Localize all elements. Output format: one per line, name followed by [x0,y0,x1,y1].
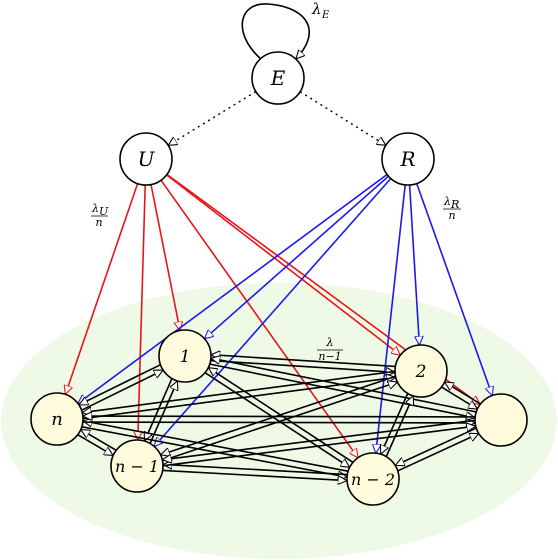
edge-n2-to-nn [82,370,395,412]
edge-n1-to-nn [79,364,161,406]
edge-r-to-nm1 [154,177,392,447]
edge-nm1-to-nn [81,428,117,451]
edge-r-to-n2 [408,184,420,345]
label-lambda-r-sub: R [450,198,459,211]
edge-blank-to-nm2 [395,427,477,465]
worker-node-n: n [30,392,84,446]
edge-n1-to-nm2 [204,372,350,468]
edge-e-to-r [299,91,386,146]
e-self-loop [241,3,310,61]
worker-node-n-minus-2-label: n − 2 [351,470,395,489]
node-u-label: U [138,147,156,171]
edges-layer [65,91,493,481]
worker-node-blank [474,393,528,447]
edge-n1-to-blank [209,363,475,418]
edge-nn-to-n1 [81,369,163,411]
node-r-label: R [399,147,415,171]
edge-e-to-u [168,91,257,146]
worker-node-n-minus-1: n − 1 [110,439,164,493]
edge-nn-to-blank [82,422,475,423]
label-lambda-over-n-minus-1: λ n−1 [317,336,343,363]
worker-node-n-minus-2: n − 2 [346,452,400,506]
label-lambda-u-over-n: λ U n [91,202,109,229]
label-lambda-u-sub: U [99,205,109,218]
edge-n2-to-nm1 [161,375,396,455]
worker-node-n-minus-1-label: n − 1 [115,457,159,476]
edge-n1-to-n2 [210,359,395,373]
label-lambda-num: λ [326,336,334,349]
label-lambda-e-main: λ [311,0,322,18]
edge-n1-to-nm1 [145,378,173,441]
edge-nm1-to-blank [163,426,475,467]
edge-nm1-to-n2 [162,382,398,462]
label-lambda-e: λ E [311,0,330,21]
node-e-label: E [270,66,286,90]
label-lambda-e-sub: E [321,10,330,21]
edge-nm2-to-nm1 [163,464,348,476]
edge-u-to-nn [65,183,139,395]
label-lambda-r-den: n [448,209,455,222]
label-lambda-r-over-n: λ R n [443,195,461,222]
worker-node-n-label: n [51,409,63,430]
edge-nm2-to-blank [397,434,479,472]
node-u: U [119,132,173,186]
worker-node-2: 2 [394,344,448,398]
edge-blank-to-nn [83,416,476,417]
worker-node-1-label: 1 [180,347,191,367]
edge-r-to-nm2 [376,184,406,453]
label-lambda-u-num: λ [91,202,99,215]
label-lambda-u-den: n [95,216,102,229]
edge-r-to-n1 [205,175,390,339]
edge-nn-to-n2 [83,377,395,420]
edge-nm2-to-n2 [385,396,413,457]
node-r: R [381,132,435,186]
node-e: E [251,51,305,105]
edge-r-to-blank [415,183,493,396]
edge-u-to-nm1 [138,184,146,440]
edge-blank-to-n2 [445,381,481,405]
edge-nm1-to-nm2 [162,469,347,480]
edge-u-to-nm2 [160,179,358,458]
edge-nm1-to-n1 [149,381,177,444]
edge-r-to-nn [78,173,388,404]
edge-nn-to-nm2 [81,426,347,477]
edge-n2-to-blank [441,386,478,410]
worker-node-2-label: 2 [415,362,427,382]
edge-u-to-n2 [166,174,401,355]
edge-nm2-to-nn [83,421,349,472]
label-lambda-r-num: λ [443,195,451,208]
edge-u-to-n1 [150,184,180,331]
edge-blank-to-nm1 [162,419,475,460]
label-lambda-den: n−1 [318,350,341,363]
worker-node-1: 1 [158,329,212,383]
edge-n2-to-nm2 [381,393,409,455]
edge-n2-to-n1 [211,355,396,368]
edge-nn-to-nm1 [77,434,113,457]
